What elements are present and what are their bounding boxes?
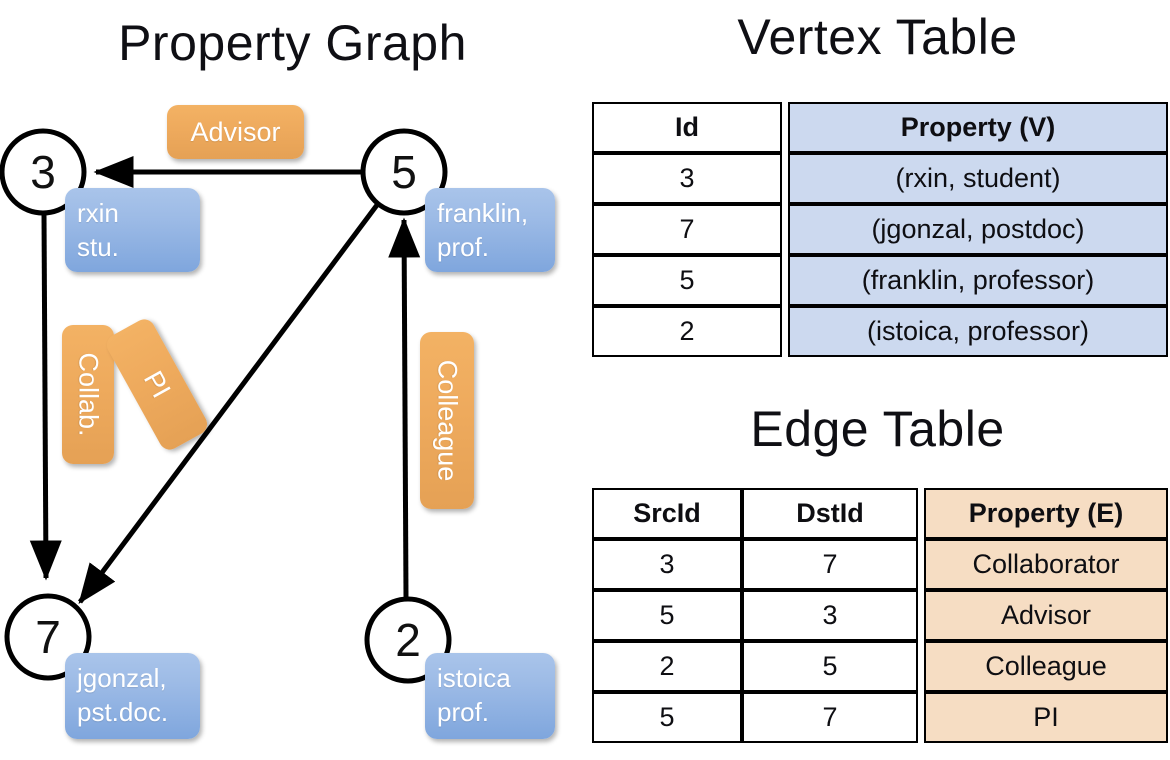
edge-srcid-cell: 5 [592, 590, 742, 641]
vertex-table-header-id: Id [592, 102, 782, 153]
table-row: 5 (franklin, professor) [592, 255, 1168, 306]
edge-label-box-advisor: Advisor [167, 105, 304, 159]
vertex-table-header-property: Property (V) [788, 102, 1168, 153]
property-graph-diagram: 3 5 7 2 rxin stu. franklin, prof. jgonza… [0, 105, 555, 739]
vertex-property-line: istoica [437, 663, 511, 693]
edge-property-cell: PI [924, 692, 1168, 743]
vertex-property-box-franklin: franklin, prof. [425, 188, 555, 272]
edge-table-header-dstid: DstId [742, 488, 918, 539]
graph-node-5[interactable] [360, 128, 448, 216]
edge-table-header-srcid: SrcId [592, 488, 742, 539]
vertex-property-cell: (istoica, professor) [788, 306, 1168, 357]
graph-edge-3-to-7 [29, 213, 62, 581]
vertex-property-cell: (rxin, student) [788, 153, 1168, 204]
vertex-id-cell: 2 [592, 306, 782, 357]
edge-srcid-cell: 3 [592, 539, 742, 590]
table-row: 2 (istoica, professor) [592, 306, 1168, 357]
table-row: 5 7 PI [592, 692, 1168, 743]
edge-dstid-cell: 5 [742, 641, 918, 692]
table-row: 2 5 Colleague [592, 641, 1168, 692]
edge-table: SrcId DstId Property (E) 3 7 Collaborato… [592, 488, 1168, 743]
edge-label-box-collab: Collab. [62, 325, 114, 464]
edge-dstid-cell: 7 [742, 692, 918, 743]
vertex-property-line: franklin, [437, 198, 529, 228]
edge-dstid-cell: 7 [742, 539, 918, 590]
vertex-property-line: stu. [77, 232, 119, 263]
edge-label-text: PI [138, 365, 177, 403]
vertex-property-line: rxin [77, 198, 119, 228]
edge-label-text: Advisor [190, 116, 281, 147]
edge-label-box-colleague: Colleague [420, 332, 474, 509]
edge-dstid-cell: 3 [742, 590, 918, 641]
edge-label-text: Collab. [73, 352, 104, 437]
page-title-vertex-table: Vertex Table [737, 9, 1018, 65]
vertex-table: Id Property (V) 3 (rxin, student) 7 (jgo… [592, 102, 1168, 357]
vertex-property-cell: (jgonzal, postdoc) [788, 204, 1168, 255]
edge-srcid-cell: 2 [592, 641, 742, 692]
page-title-property-graph: Property Graph [118, 15, 467, 71]
table-row: 3 (rxin, student) [592, 153, 1168, 204]
table-row: 7 (jgonzal, postdoc) [592, 204, 1168, 255]
vertex-property-line: prof. [437, 232, 490, 263]
edge-table-header-property: Property (E) [924, 488, 1168, 539]
vertex-property-box-rxin: rxin stu. [65, 188, 200, 272]
table-row: 5 3 Advisor [592, 590, 1168, 641]
page-title-edge-table: Edge Table [750, 401, 1005, 457]
vertex-property-cell: (franklin, professor) [788, 255, 1168, 306]
table-header-row: Id Property (V) [592, 102, 1168, 153]
vertex-property-box-jgonzal: jgonzal, pst.doc. [65, 653, 200, 739]
vertex-property-line: prof. [437, 697, 490, 728]
table-header-row: SrcId DstId Property (E) [592, 488, 1168, 539]
edge-property-cell: Advisor [924, 590, 1168, 641]
edge-label-text: Colleague [432, 359, 463, 482]
graph-edge-2-to-5 [388, 217, 421, 599]
table-row: 3 7 Collaborator [592, 539, 1168, 590]
edge-property-cell: Collaborator [924, 539, 1168, 590]
edge-srcid-cell: 5 [592, 692, 742, 743]
vertex-property-line: pst.doc. [77, 697, 169, 728]
graph-edge-5-to-7 [77, 203, 380, 605]
vertex-id-cell: 5 [592, 255, 782, 306]
edge-property-cell: Colleague [924, 641, 1168, 692]
vertex-property-line: jgonzal, [77, 663, 167, 693]
vertex-id-cell: 3 [592, 153, 782, 204]
vertex-property-box-istoica: istoica prof. [425, 653, 555, 739]
graph-node-3[interactable] [0, 128, 87, 216]
vertex-id-cell: 7 [592, 204, 782, 255]
